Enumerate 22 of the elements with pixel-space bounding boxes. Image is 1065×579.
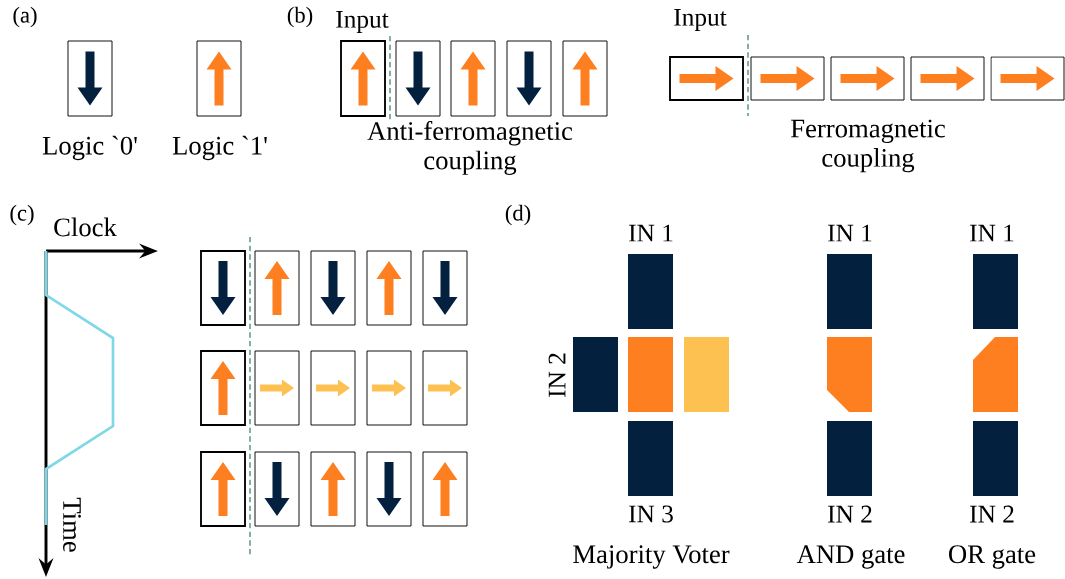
input-label: Input <box>674 9 727 31</box>
panel-label: (b) <box>287 6 313 28</box>
input-label: Input <box>336 11 389 33</box>
panel-label: (a) <box>13 6 37 28</box>
gate-caption: AND gate <box>796 545 905 569</box>
pin-label: IN 3 <box>629 505 673 523</box>
pin-label: IN 2 <box>828 505 872 523</box>
pin-label: IN 2 <box>548 353 566 397</box>
caption-text: Logic `0' <box>42 135 137 161</box>
pin-label: IN 2 <box>970 505 1014 523</box>
axis-label: Time <box>63 497 81 552</box>
pin-label: IN 1 <box>828 224 872 242</box>
pin-label: IN 1 <box>970 224 1014 242</box>
caption-text: Ferromagnetic coupling <box>791 119 945 173</box>
gate-caption: Majority Voter <box>573 545 730 569</box>
caption-text: Logic `1' <box>172 135 267 161</box>
panel-label: (c) <box>10 204 34 226</box>
axis-label: Clock <box>54 217 117 237</box>
panel-label: (d) <box>505 204 531 226</box>
gate-caption: OR gate <box>949 545 1036 569</box>
pin-label: IN 1 <box>629 224 673 242</box>
caption-text: Anti-ferromagnetic coupling <box>367 121 573 175</box>
